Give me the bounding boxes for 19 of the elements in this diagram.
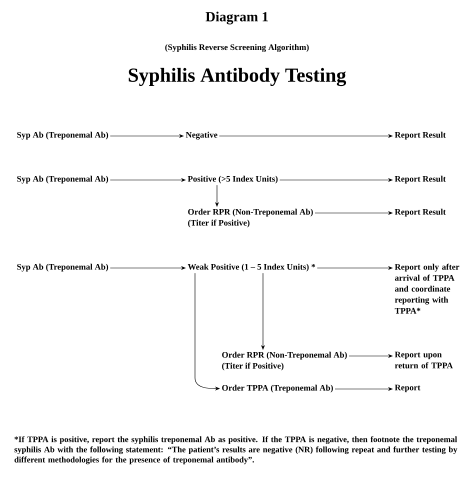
step-text: Order RPR (Non-Treponemal Ab) (Titer if Positive) xyxy=(222,352,347,370)
diagram-number: Diagram 1 xyxy=(206,12,268,24)
step-text: Syp Ab (Treponemal Ab) xyxy=(17,132,108,140)
step-text: Report only after arrival of TPPA and coordinate reporting with TPPA* xyxy=(394,264,460,314)
step-text: Negative xyxy=(186,132,218,140)
step-text: Order RPR (Non-Treponemal Ab) (Titer if Positive) xyxy=(188,208,313,228)
step-text: Order TPPA (Treponemal Ab) xyxy=(222,384,333,392)
step-text: Report upon return of TPPA xyxy=(394,352,453,368)
step-text: Report Result xyxy=(394,132,446,140)
step-text: Syp Ab (Treponemal Ab) xyxy=(17,264,108,272)
step-text: Syp Ab (Treponemal Ab) xyxy=(17,176,108,184)
step-text: Positive (>5 Index Units) xyxy=(188,176,278,184)
step-text: Report Result xyxy=(394,208,446,216)
subtitle: (Syphilis Reverse Screening Algorithm) xyxy=(165,44,309,52)
step-text: Report xyxy=(394,384,420,392)
footnote: *If TPPA is positive, report the syphilis treponemal Ab as positive. If the TPPA is negative, then footnote the treponemal syphilis Ab with the following statement: “The patient’s results are negative (NR) following repeat and further testing by different methodologies for the presence of treponemal antibody”. xyxy=(14,436,458,464)
step-text: Weak Positive (1 – 5 Index Units) * xyxy=(188,264,316,272)
step-text: Report Result xyxy=(394,176,446,184)
title: Syphilis Antibody Testing xyxy=(128,68,346,86)
